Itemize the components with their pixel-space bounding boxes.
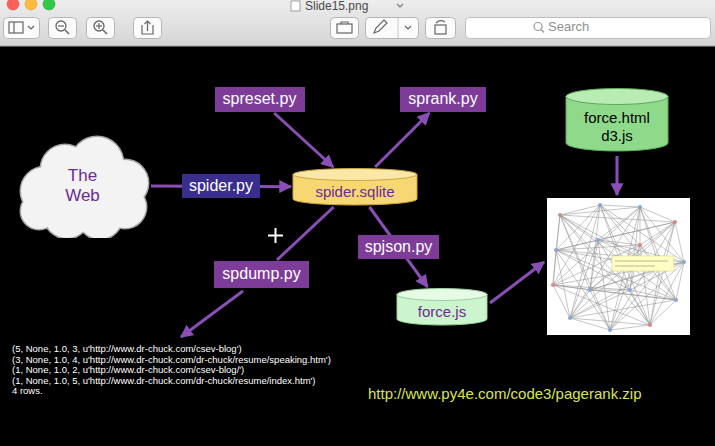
node-text: The Web (56, 166, 110, 205)
flow-arrow (375, 113, 429, 167)
node-text: force.html d3.js (575, 109, 659, 144)
network-link (556, 245, 640, 250)
arrow-line (490, 262, 544, 303)
network-link (553, 285, 590, 290)
network-link (560, 205, 600, 215)
script-label: spjson.py (358, 235, 440, 259)
network-link (630, 290, 676, 300)
network-link (590, 290, 630, 291)
node-text: spider.sqlite (315, 183, 394, 200)
tooltip-box (612, 256, 674, 271)
network-link (553, 207, 640, 285)
node-text: spdump.py (222, 265, 300, 283)
network-link (590, 240, 598, 290)
flow-arrow (274, 113, 333, 167)
network-link (556, 250, 570, 318)
output-row: (1, None, 1.0, 5, u'http://www.dr-chuck.… (12, 376, 316, 386)
node-text: spreset.py (223, 90, 297, 108)
network-link (570, 268, 660, 318)
network-dot (558, 213, 562, 217)
network-dot (673, 220, 677, 224)
network-link (553, 250, 556, 285)
network-dot (568, 316, 572, 320)
network-link (598, 240, 610, 330)
network-link (570, 290, 630, 318)
network-dot (648, 323, 652, 327)
network-link (630, 290, 650, 325)
network-link (676, 262, 684, 300)
network-link (650, 268, 660, 325)
network-link (640, 207, 641, 245)
network-link (570, 290, 590, 318)
network-dot (638, 243, 642, 247)
network-link (553, 285, 570, 318)
window-title: Slide15.png (305, 0, 368, 13)
network-link (556, 215, 560, 250)
network-link (570, 240, 598, 318)
node-text: force.js (418, 303, 466, 320)
crosshair-cursor (268, 228, 283, 243)
network-dot (638, 205, 642, 209)
network-link (640, 207, 684, 262)
network-link (560, 215, 590, 290)
network-link (640, 207, 675, 222)
graph-image (547, 198, 690, 335)
network-dot (596, 238, 600, 242)
node-text: sprank.py (408, 90, 477, 108)
tooltip-line (615, 266, 655, 267)
network-link (560, 215, 675, 222)
file-cylinder: force.html d3.js (565, 88, 669, 152)
output-row: 4 rows. (12, 386, 43, 396)
network-link (600, 205, 640, 207)
network-link (560, 215, 598, 240)
arrow-line (181, 291, 243, 337)
network-link (640, 222, 675, 245)
network-link (650, 262, 684, 325)
tooltip-line (615, 261, 668, 262)
database-cylinder: spider.sqlite (292, 168, 418, 206)
network-picture (551, 203, 686, 332)
network-link (590, 222, 675, 290)
script-label: spider.py (182, 174, 260, 198)
network-link (556, 205, 600, 250)
network-link (570, 318, 610, 330)
flow-arrow (277, 207, 334, 260)
network-dot (551, 283, 555, 287)
script-box: sprank.py (400, 87, 486, 112)
network-dot (608, 328, 612, 332)
output-row: (1, None, 1.0, 2, u'http://www.dr-chuck.… (12, 365, 244, 375)
file-cylinder: force.js (396, 288, 488, 326)
web-cloud: The Web (15, 133, 150, 238)
network-link (675, 222, 684, 262)
network-dot (554, 248, 558, 252)
network-link (590, 290, 610, 330)
arrow-line (616, 156, 619, 195)
network-link (560, 207, 640, 215)
network-dot (674, 298, 678, 302)
network-dot (682, 260, 686, 264)
output-row: (3, None, 1.0, 4, u'http://www.dr-chuck.… (12, 355, 331, 365)
network-dot (628, 288, 632, 292)
script-box: spreset.py (215, 87, 305, 112)
output-row: (5, None, 1.0, 3, u'http://www.dr-chuck.… (12, 344, 242, 354)
script-box: spdump.py (214, 261, 309, 288)
search-placeholder: Search (548, 20, 589, 34)
network-dot (588, 288, 592, 292)
network-link (610, 325, 650, 330)
network-dot (598, 203, 602, 207)
network-link (598, 240, 640, 245)
network-link (610, 268, 660, 330)
download-url: http://www.py4e.com/code3/pagerank.zip (368, 386, 642, 403)
